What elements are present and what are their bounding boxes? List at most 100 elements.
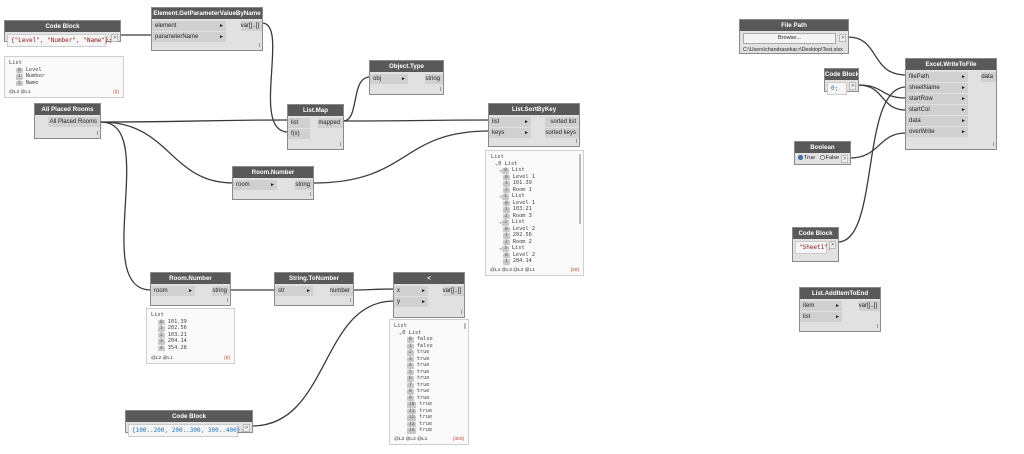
lacing-indicator[interactable]: l (439, 87, 441, 93)
preview-value: true (416, 355, 430, 362)
preview-levels: @L3 @L2 @L1 (394, 437, 428, 442)
node-room-number-lower[interactable]: Room.Number room► string l (150, 272, 231, 306)
node-list-add-item-to-end[interactable]: List.AddItemToEnd item► list► var[]..[] … (799, 287, 881, 332)
code-block-text[interactable]: {"Level", "Number", "Name"}; (7, 34, 112, 47)
code-block-text[interactable]: 0; (827, 82, 847, 95)
preview-tree-row[interactable]: ⌄0 List (490, 161, 579, 168)
output-port-string[interactable]: string (295, 180, 313, 190)
chevron-down-icon[interactable]: ⌄ (499, 245, 503, 251)
node-less-than[interactable]: < x► y► var[]..[] l (393, 272, 465, 318)
lacing-indicator[interactable]: l (309, 192, 311, 198)
output-port-arrow[interactable]: > (839, 34, 846, 42)
input-port-filepath[interactable]: filePath► (906, 72, 968, 82)
lacing-indicator[interactable]: l (460, 310, 462, 316)
input-port-list[interactable]: list (288, 118, 310, 128)
input-port-y[interactable]: y► (394, 297, 428, 307)
input-port-keys[interactable]: keys► (489, 128, 531, 138)
output-port-var[interactable]: var[]..[] (442, 286, 464, 296)
lacing-indicator[interactable]: l (575, 139, 577, 145)
input-port-obj[interactable]: obj► (370, 74, 408, 84)
input-port-x[interactable]: x► (394, 286, 428, 296)
lacing-indicator[interactable]: l (339, 142, 341, 148)
input-port-str[interactable]: str► (275, 286, 313, 296)
preview-scrollbar[interactable] (464, 323, 466, 329)
chevron-down-icon[interactable]: ⌄ (499, 219, 503, 225)
lacing-indicator[interactable]: l (258, 43, 260, 49)
output-port-arrow[interactable]: > (111, 34, 118, 42)
code-block-ranges[interactable]: Code Block {100..200, 200..300, 300..400… (125, 410, 253, 437)
node-title: Room.Number (151, 273, 230, 284)
preview-value: 204.14 (512, 258, 532, 264)
output-port-sorted-keys[interactable]: sorted keys (545, 128, 579, 138)
output-port-var[interactable]: var[]..[] (858, 301, 880, 311)
preview-index: 11 (407, 408, 417, 414)
code-block-text[interactable]: {100..200, 200..300, 300..400}; (128, 424, 244, 437)
node-room-number-upper[interactable]: Room.Number room► string l (232, 166, 314, 200)
input-port-fx[interactable]: f(x) (288, 129, 310, 139)
lacing-indicator[interactable]: l (349, 298, 351, 304)
chevron-down-icon[interactable]: ⌄ (495, 160, 499, 167)
input-port-item[interactable]: item► (800, 301, 842, 311)
output-port-string[interactable]: string (212, 286, 230, 296)
input-port-list[interactable]: list► (800, 312, 842, 322)
input-port-room[interactable]: room► (151, 286, 195, 296)
node-string-to-number[interactable]: String.ToNumber str► number l (274, 272, 354, 306)
input-port-data[interactable]: data► (906, 116, 968, 126)
input-port-element[interactable]: element► (152, 21, 226, 31)
node-list-map[interactable]: List.Map list f(x) mapped l (287, 104, 344, 150)
output-port-arrow[interactable]: > (243, 424, 250, 432)
output-port-arrow[interactable]: > (841, 155, 848, 163)
input-port-room[interactable]: room► (233, 180, 277, 190)
lacing-indicator[interactable]: l (992, 142, 994, 148)
output-port-sorted-list[interactable]: sorted list (545, 117, 579, 127)
output-port-mapped[interactable]: mapped (318, 118, 343, 128)
node-all-placed-rooms[interactable]: All Placed Rooms All Placed Rooms l (34, 103, 101, 139)
lacing-indicator[interactable]: l (96, 131, 98, 137)
code-block-parameter-names[interactable]: Code Block {"Level", "Number", "Name"}; … (4, 20, 121, 47)
node-object-type[interactable]: Object.Type obj► string l (369, 60, 444, 95)
node-boolean[interactable]: Boolean True False > (794, 141, 851, 165)
chevron-down-icon[interactable]: ⌄ (499, 193, 503, 199)
output-port-var[interactable]: var[]..[] (240, 21, 262, 31)
browse-button[interactable]: Browse... (743, 33, 836, 44)
output-port-arrow[interactable]: > (829, 241, 836, 249)
preview-levels: @L2 @L1 (151, 356, 173, 361)
true-radio[interactable] (798, 155, 803, 161)
code-block-sheet-name[interactable]: Code Block "Sheet1"; > (792, 227, 839, 262)
node-list-sort-by-key[interactable]: List.SortByKey list► keys► sorted list s… (488, 103, 580, 147)
input-port-sheetname[interactable]: sheetName► (906, 83, 968, 93)
input-port-startrow[interactable]: startRow► (906, 94, 968, 104)
input-port-startcol[interactable]: startCol► (906, 105, 968, 115)
input-port-list[interactable]: list► (489, 117, 531, 127)
false-radio[interactable] (819, 155, 825, 161)
node-excel-write-to-file[interactable]: Excel.WriteToFile filePath► sheetName► s… (905, 58, 997, 150)
node-title: Code Block (793, 228, 838, 239)
output-port-string[interactable]: string (425, 74, 443, 84)
input-port-parametername[interactable]: parameterName► (152, 32, 226, 42)
lacing-indicator[interactable]: l (876, 324, 878, 330)
output-port-number[interactable]: number (329, 286, 353, 296)
node-get-parameter-value-by-name[interactable]: Element.GetParameterValueByName element►… (151, 7, 263, 51)
lacing-indicator[interactable]: l (226, 298, 228, 304)
chevron-down-icon[interactable]: ⌄ (499, 167, 503, 173)
output-port-all-placed-rooms[interactable]: All Placed Rooms (48, 117, 100, 127)
preview-index: 1 (503, 259, 510, 265)
output-port-data[interactable]: data (981, 72, 996, 82)
code-block-text[interactable]: "Sheet1"; (795, 241, 832, 254)
preview-scrollbar[interactable] (579, 154, 581, 224)
input-port-overwrite[interactable]: overWrite► (906, 127, 968, 137)
node-file-path[interactable]: File Path Browse... C:\Users\chandraseka… (739, 19, 849, 54)
output-port-arrow[interactable]: > (849, 82, 856, 90)
code-block-zero[interactable]: Code Block 0; > (824, 68, 859, 95)
